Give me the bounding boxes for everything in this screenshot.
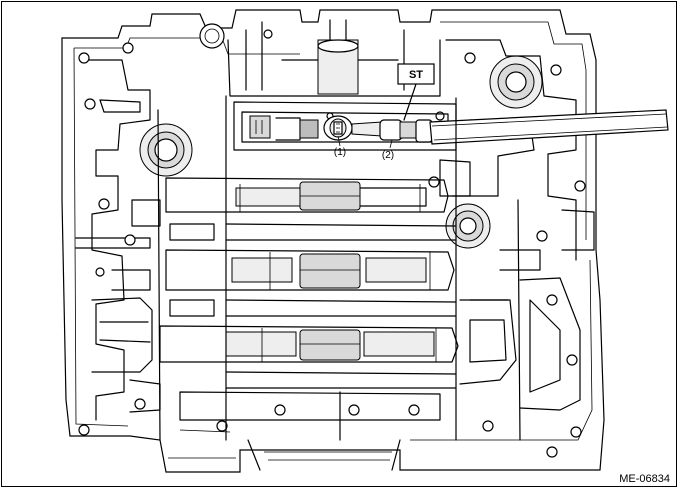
upper-center-area: [227, 19, 441, 97]
vertical-webs: [157, 95, 521, 441]
tool-socket-part-2: [351, 119, 433, 143]
lower-section: [179, 391, 441, 471]
callout-1-text: (1): [334, 147, 346, 158]
st-label-text: ST: [409, 69, 423, 81]
crank-journal-upper: [165, 177, 449, 213]
callout-2-text: (2): [382, 150, 394, 161]
special-tool-shaft: [429, 109, 669, 145]
callout-2: (2): [382, 139, 394, 161]
bolt-part-1: [323, 115, 353, 141]
st-label: ST: [397, 63, 435, 121]
crank-journal-middle: [165, 249, 455, 291]
crank-journal-lower: [159, 325, 459, 363]
callout-1: (1): [334, 135, 346, 158]
figure-id: ME-06834: [619, 473, 670, 485]
